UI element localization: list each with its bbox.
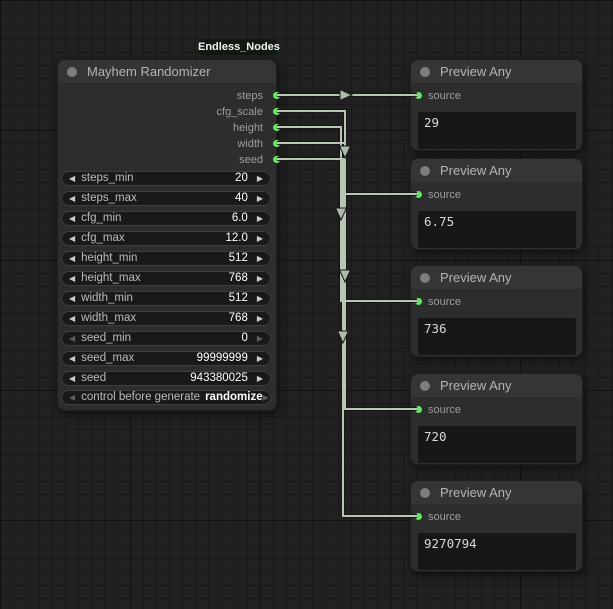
wire-cfg-scale (277, 110, 417, 195)
increment-arrow-icon[interactable]: ▶ (256, 334, 263, 343)
node-preview-any-1[interactable]: Preview Any source 29 (410, 59, 583, 151)
increment-arrow-icon[interactable]: ▶ (256, 374, 263, 383)
collapse-dot-icon[interactable] (420, 380, 430, 391)
preview-value-box[interactable]: 720 (418, 426, 576, 463)
output-slot-width: width (58, 137, 281, 151)
output-dot-cfg-scale[interactable] (272, 107, 281, 116)
decrement-arrow-icon[interactable]: ◀ (69, 314, 76, 323)
node-header[interactable]: Mayhem Randomizer (58, 60, 276, 83)
wire-height (277, 126, 417, 302)
node-header[interactable]: Preview Any (411, 481, 582, 504)
collapse-dot-icon[interactable] (67, 66, 77, 77)
node-title: Preview Any (440, 270, 512, 285)
preview-value-box[interactable]: 29 (418, 112, 576, 149)
collapse-dot-icon[interactable] (420, 272, 430, 283)
preview-value-box[interactable]: 6.75 (418, 211, 576, 248)
decrement-arrow-icon[interactable]: ◀ (69, 354, 76, 363)
increment-arrow-icon[interactable]: ▶ (256, 194, 263, 203)
wire-seed (277, 158, 417, 517)
wire-arrow-icon (339, 88, 354, 102)
increment-arrow-icon[interactable]: ▶ (256, 294, 263, 303)
collapse-dot-icon[interactable] (420, 66, 430, 77)
output-dot-steps[interactable] (272, 91, 281, 100)
node-group-badge: Endless_Nodes (198, 39, 280, 55)
wire-arrow-icon (338, 269, 352, 284)
increment-arrow-icon[interactable]: ▶ (256, 274, 263, 283)
decrement-arrow-icon[interactable]: ◀ (69, 214, 76, 223)
input-dot-source[interactable] (414, 405, 423, 414)
output-slot-cfg-scale: cfg_scale (58, 105, 281, 119)
collapse-dot-icon[interactable] (420, 165, 430, 176)
node-title: Preview Any (440, 64, 512, 79)
output-dot-seed[interactable] (272, 155, 281, 164)
output-slot-height: height (58, 121, 281, 135)
node-header[interactable]: Preview Any (411, 374, 582, 397)
preview-value-box[interactable]: 9270794 (418, 533, 576, 570)
node-title: Mayhem Randomizer (87, 64, 211, 79)
input-slot-source: source (411, 295, 582, 309)
output-slot-seed: seed (58, 153, 281, 167)
node-preview-any-5[interactable]: Preview Any source 9270794 (410, 480, 583, 572)
input-dot-source[interactable] (414, 91, 423, 100)
wire-arrow-icon (336, 330, 350, 345)
node-preview-any-2[interactable]: Preview Any source 6.75 (410, 158, 583, 250)
input-slot-source: source (411, 89, 582, 103)
decrement-arrow-icon[interactable]: ◀ (69, 194, 76, 203)
node-title: Preview Any (440, 485, 512, 500)
node-mayhem-randomizer[interactable]: Mayhem Randomizer steps cfg_scale height… (57, 59, 281, 411)
decrement-arrow-icon[interactable]: ◀ (69, 254, 76, 263)
node-header[interactable]: Preview Any (411, 60, 582, 83)
decrement-arrow-icon[interactable]: ◀ (69, 234, 76, 243)
output-dot-width[interactable] (272, 139, 281, 148)
increment-arrow-icon[interactable]: ▶ (256, 354, 263, 363)
increment-arrow-icon[interactable]: ▶ (256, 314, 263, 323)
output-slot-steps: steps (58, 89, 281, 103)
decrement-arrow-icon[interactable]: ◀ (69, 294, 76, 303)
wire-width (277, 142, 417, 410)
decrement-arrow-icon[interactable]: ◀ (69, 374, 76, 383)
node-preview-any-4[interactable]: Preview Any source 720 (410, 373, 583, 465)
node-title: Preview Any (440, 163, 512, 178)
increment-arrow-icon[interactable]: ▶ (256, 214, 263, 223)
collapse-dot-icon[interactable] (420, 487, 430, 498)
node-title: Preview Any (440, 378, 512, 393)
node-preview-any-3[interactable]: Preview Any source 736 (410, 265, 583, 357)
wire-arrow-icon (338, 145, 352, 160)
output-dot-height[interactable] (272, 123, 281, 132)
increment-arrow-icon[interactable]: ▶ (256, 254, 263, 263)
input-slot-source: source (411, 403, 582, 417)
input-slot-source: source (411, 188, 582, 202)
input-slot-source: source (411, 510, 582, 524)
decrement-arrow-icon[interactable]: ◀ (69, 274, 76, 283)
node-header[interactable]: Preview Any (411, 266, 582, 289)
increment-arrow-icon[interactable]: ▶ (256, 174, 263, 183)
decrement-arrow-icon[interactable]: ◀ (69, 174, 76, 183)
increment-arrow-icon[interactable]: ▶ (256, 234, 263, 243)
input-dot-source[interactable] (414, 190, 423, 199)
increment-arrow-icon[interactable]: ▶ (262, 393, 269, 402)
input-dot-source[interactable] (414, 512, 423, 521)
decrement-arrow-icon[interactable]: ◀ (69, 334, 76, 343)
node-header[interactable]: Preview Any (411, 159, 582, 182)
preview-value-box[interactable]: 736 (418, 318, 576, 355)
decrement-arrow-icon[interactable]: ◀ (69, 393, 76, 402)
wire-arrow-icon (334, 207, 348, 222)
input-dot-source[interactable] (414, 297, 423, 306)
